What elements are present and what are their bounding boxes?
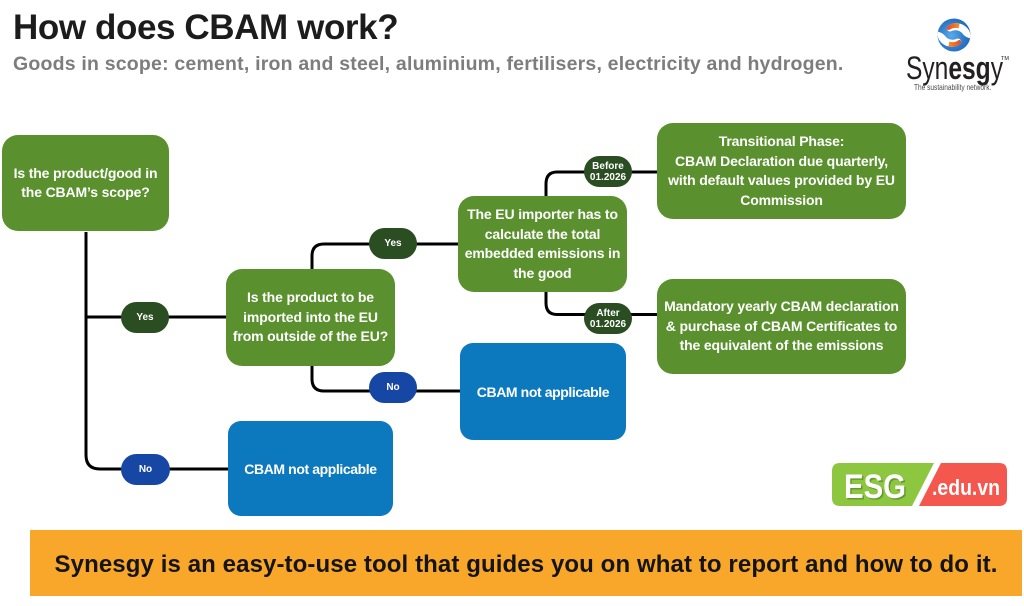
svg-text:ESG: ESG: [846, 470, 908, 507]
svg-text:.edu.vn: .edu.vn: [932, 475, 1000, 500]
svg-text:ESG: ESG: [844, 468, 906, 506]
